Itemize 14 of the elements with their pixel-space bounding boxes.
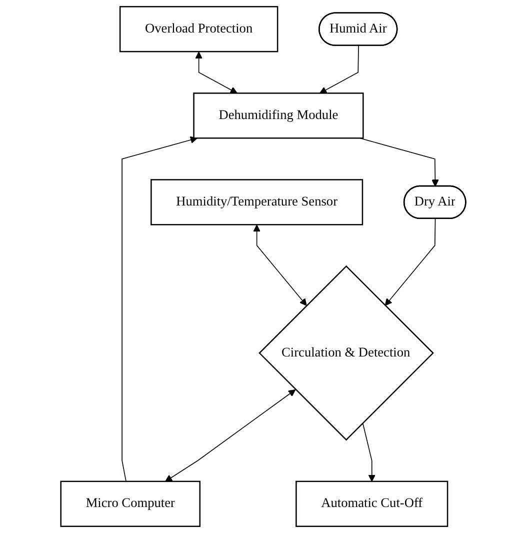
arrow — [164, 389, 296, 482]
node-box: Automatic Cut-Off — [295, 480, 448, 527]
arrow — [384, 218, 436, 306]
arrow — [358, 138, 439, 187]
node-diamond: Circulation & Detection — [258, 265, 434, 441]
arrow — [252, 224, 307, 306]
arrow — [121, 136, 198, 482]
arrow — [319, 45, 359, 94]
node-box: Overload Protection — [119, 6, 278, 52]
node-box: Dehumidifing Module — [192, 92, 364, 139]
arrow — [194, 52, 238, 94]
node-box: Humidity/Temperature Sensor — [150, 179, 363, 226]
arrow — [362, 422, 376, 482]
node-box: Micro Computer — [60, 480, 200, 527]
